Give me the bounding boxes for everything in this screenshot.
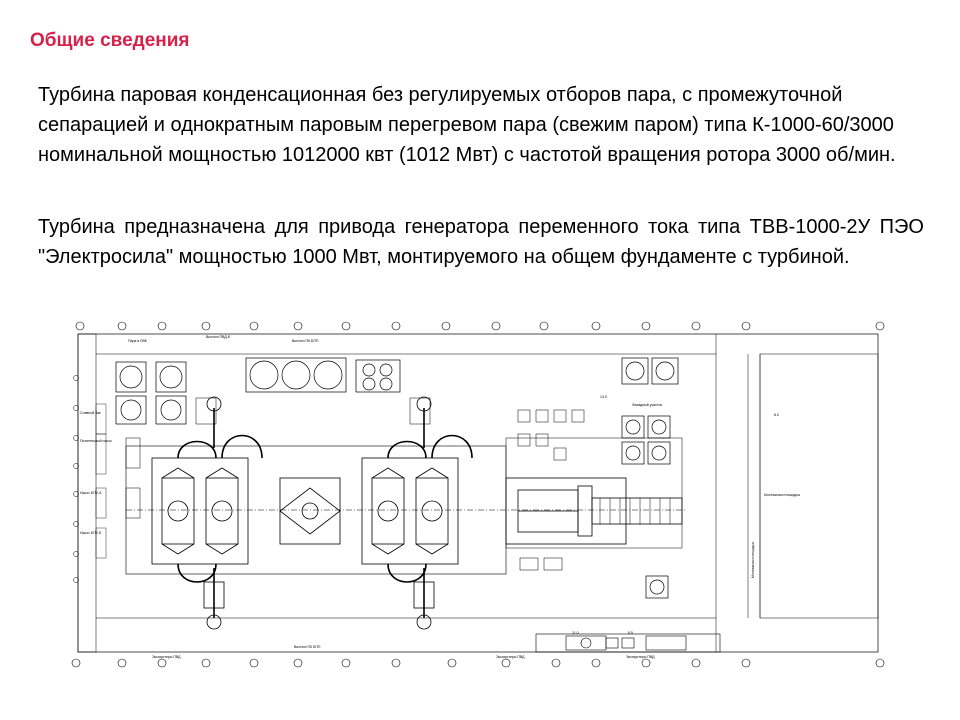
- label-bottom-1: Эксгаустеры ПВД: [152, 655, 181, 659]
- tanks-top-left: [115, 361, 187, 425]
- bottom-equipment: [535, 633, 721, 653]
- label-left-2: Питательный насос: [80, 439, 112, 443]
- paragraph-generator: Турбина предназначена для привода генера…: [38, 216, 924, 268]
- right-bay: [96, 334, 879, 652]
- label-bottom-4: Эксгаустеры ПВД: [626, 655, 655, 659]
- label-bottom-3: Эксгаустеры ПВД: [496, 655, 525, 659]
- axis-markers-left: [73, 375, 79, 583]
- slide-title: Общие сведения: [30, 30, 190, 51]
- label-right-vertical: Монтажная площадка: [751, 542, 755, 578]
- label-top-3: Выхлоп ПК БПП: [292, 339, 319, 343]
- turbine-cylinders: [151, 457, 459, 565]
- label-mark-a: 13.0: [600, 395, 607, 399]
- label-bottom-2: Выхлоп ПК БПП: [294, 645, 321, 649]
- label-mark-c: 11.0: [572, 631, 579, 635]
- axis-markers-top: [75, 321, 885, 331]
- drums-top-middle: [245, 357, 401, 393]
- label-left-3: Насос БПУ-А: [80, 491, 102, 495]
- drawing-frame: [77, 333, 879, 653]
- label-mark-b: 8.0: [774, 413, 779, 417]
- turbine-foundation: [125, 445, 686, 575]
- label-top-1: Пара в ЛВК: [128, 339, 148, 343]
- label-right-2: Монтажная площадка: [764, 493, 800, 497]
- label-right-1: Фасадный участок: [632, 403, 663, 407]
- tanks-right: [621, 357, 679, 599]
- valve-blocks: [203, 396, 435, 630]
- axis-markers-bottom: [71, 658, 885, 668]
- turbine-layout-drawing: Пара в ЛВК Выхлоп ПВД-Б Выхлоп ПК БПП Сл…: [66, 318, 888, 668]
- label-left-4: Насос БПУ-Б: [80, 531, 102, 535]
- label-mark-d: 8.5: [628, 631, 633, 635]
- steam-pipes: [177, 408, 473, 618]
- paragraph-general-info: Турбина паровая конденсационная без регу…: [38, 84, 896, 166]
- generator: [505, 437, 683, 549]
- label-left-1: Сливной бак: [80, 411, 101, 415]
- label-top-2: Выхлоп ПВД-Б: [206, 335, 231, 339]
